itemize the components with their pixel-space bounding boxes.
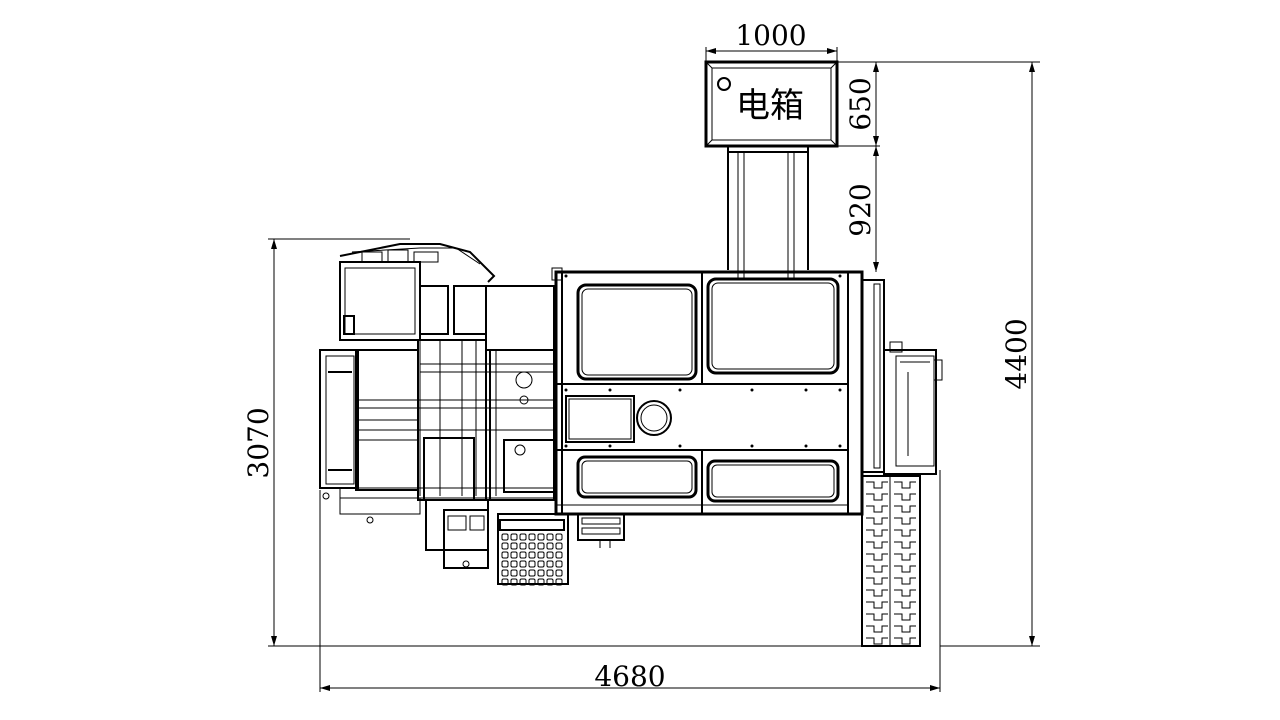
grate-cell: [528, 578, 536, 586]
conveyor-link: [866, 517, 888, 525]
dimension-total-height: 4400: [940, 62, 1040, 647]
grate-cell: [528, 533, 536, 541]
grate-cell: [519, 560, 527, 568]
machine-window-top-left: [576, 283, 698, 381]
grate-cell: [537, 542, 545, 550]
conveyor-link: [866, 625, 888, 633]
conveyor-link: [894, 637, 916, 645]
conveyor-link: [894, 541, 916, 549]
machine-window-top-right: [706, 277, 840, 375]
grate-cell: [546, 533, 554, 541]
grate-cell: [528, 542, 536, 550]
cable-tray: [727, 145, 809, 278]
conveyor-link: [866, 529, 888, 537]
grate-cell: [519, 542, 527, 550]
cabinet-label: 电箱: [736, 86, 804, 126]
conveyor-link: [866, 601, 888, 609]
grate-cell: [555, 560, 563, 568]
grate-cell: [501, 560, 509, 568]
grate-cell: [537, 569, 545, 577]
grate-cell: [555, 542, 563, 550]
dim-label-total-height: 4400: [1000, 318, 1033, 389]
bottom-left-support: [425, 499, 489, 569]
conveyor-link: [866, 565, 888, 573]
grate-cell: [537, 533, 545, 541]
grate-cell: [519, 533, 527, 541]
conveyor-link: [866, 589, 888, 597]
grate-cell: [546, 542, 554, 550]
grate-cell: [546, 560, 554, 568]
grate-cell: [510, 533, 518, 541]
grate-cell: [546, 551, 554, 559]
grate-cell: [537, 560, 545, 568]
bottom-platform: [497, 513, 569, 586]
dim-label-total-width: 4680: [594, 660, 665, 693]
right-conveyor: [861, 475, 921, 647]
dim-label-machine-height: 3070: [242, 407, 275, 478]
dimension-total-width: 4680: [319, 470, 941, 693]
conveyor-link: [866, 481, 888, 489]
grate-cell: [510, 560, 518, 568]
grate-cell: [555, 569, 563, 577]
grate-cell: [501, 578, 509, 586]
grate-cell: [501, 569, 509, 577]
grate-cell: [555, 533, 563, 541]
conveyor-link: [894, 565, 916, 573]
electrical-cabinet: 电箱: [704, 60, 839, 148]
conveyor-link: [894, 505, 916, 513]
grate-cell: [546, 569, 554, 577]
conveyor-link: [894, 613, 916, 621]
dimension-machine-height: 3070: [242, 238, 862, 647]
conveyor-link: [866, 577, 888, 585]
grate-cell: [537, 578, 545, 586]
dim-label-cabinet-offset: 920: [844, 183, 877, 236]
conveyor-link: [866, 505, 888, 513]
dimension-cabinet-depth: 650: [837, 61, 1040, 147]
cabinet-indicator-icon: [717, 77, 731, 91]
machine-window-bottom-left: [576, 455, 698, 499]
grate-cell: [546, 578, 554, 586]
conveyor-link: [894, 481, 916, 489]
grate-cell: [510, 551, 518, 559]
dimension-cabinet-offset: 920: [844, 146, 879, 272]
grate-cell: [510, 542, 518, 550]
grate-cell: [501, 551, 509, 559]
conveyor-link: [894, 589, 916, 597]
machine-control-panel: [565, 395, 672, 443]
grate-cell: [510, 578, 518, 586]
grate-cell: [528, 569, 536, 577]
grate-cell: [501, 542, 509, 550]
conveyor-link: [894, 577, 916, 585]
left-machinery: [319, 243, 555, 524]
conveyor-link: [866, 637, 888, 645]
dim-label-cabinet-width: 1000: [735, 19, 806, 52]
grate-cell: [519, 551, 527, 559]
grate-cell: [537, 551, 545, 559]
grate-cell: [510, 569, 518, 577]
conveyor-link: [894, 493, 916, 501]
conveyor-link: [866, 553, 888, 561]
conveyor-link: [894, 625, 916, 633]
dim-label-cabinet-depth: 650: [844, 77, 877, 130]
machine-window-bottom-right: [706, 459, 840, 503]
grate-cell: [519, 569, 527, 577]
conveyor-link: [866, 541, 888, 549]
grate-cell: [501, 533, 509, 541]
grate-cell: [555, 551, 563, 559]
grate-cell: [555, 578, 563, 586]
conveyor-link: [894, 601, 916, 609]
conveyor-link: [894, 517, 916, 525]
grate-cell: [519, 578, 527, 586]
machine-fasteners: [564, 274, 842, 448]
conveyor-link: [866, 493, 888, 501]
conveyor-link: [866, 613, 888, 621]
conveyor-link: [894, 529, 916, 537]
grate-cell: [528, 551, 536, 559]
machine-bottom-connector: [577, 513, 625, 548]
dimension-cabinet-width: 1000: [705, 19, 838, 62]
right-side-unit: [861, 279, 943, 475]
grate-cell: [528, 560, 536, 568]
conveyor-link: [894, 553, 916, 561]
